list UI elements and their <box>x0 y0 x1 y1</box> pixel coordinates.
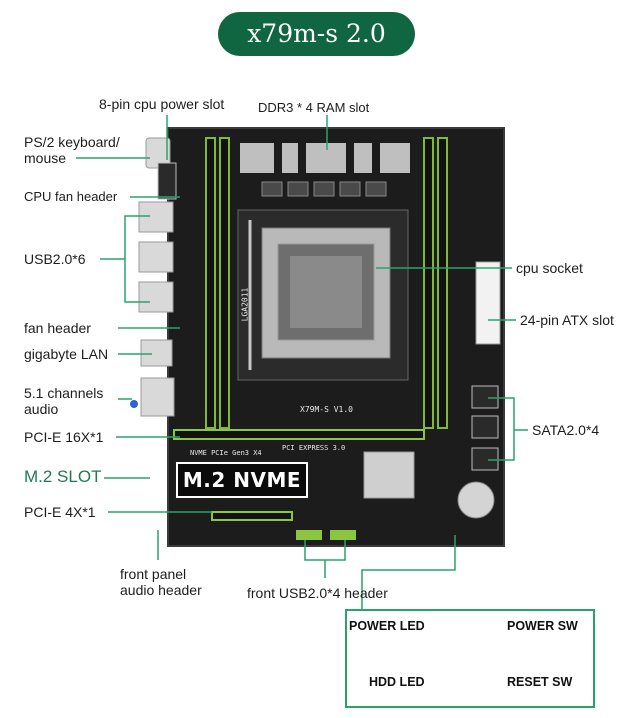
nvme-silk-text: NVME PCIe Gen3 X4 <box>190 449 262 457</box>
rear-io-panel <box>138 137 175 417</box>
chipset-heatsink <box>363 451 415 499</box>
label-ps2: PS/2 keyboard/ mouse <box>24 134 120 166</box>
label-fan-header: fan header <box>24 320 91 336</box>
sata-ports <box>471 385 499 471</box>
label-power-led: POWER LED <box>349 619 425 633</box>
label-lan: gigabyte LAN <box>24 346 109 362</box>
cpu-socket <box>237 209 409 381</box>
pcie-x4-slot <box>211 511 293 521</box>
leader-lines <box>76 115 528 610</box>
label-front-audio: front panel audio header <box>120 566 202 598</box>
label-sata: SATA2.0*4 <box>532 422 600 438</box>
cmos-battery <box>457 481 495 519</box>
ram-slots <box>205 137 448 429</box>
label-pcie16: PCI-E 16X*1 <box>24 429 104 445</box>
label-audio: 5.1 channels audio <box>24 385 104 417</box>
front-panel-header-callout: POWER LED POWER SW HDD LED RESET SW <box>345 609 595 708</box>
label-cpu-socket: cpu socket <box>516 260 583 276</box>
label-pcie4: PCI-E 4X*1 <box>24 504 96 520</box>
label-reset-sw: RESET SW <box>507 675 573 689</box>
cpu-power-connector <box>157 162 177 200</box>
label-atx: 24-pin ATX slot <box>520 312 614 328</box>
m2-nvme-slot-label: M.2 NVME <box>174 460 310 500</box>
model-silk-text: X79M-S V1.0 <box>300 405 353 414</box>
label-m2: M.2 SLOT <box>24 467 102 486</box>
label-cpu-fan: CPU fan header <box>24 189 118 204</box>
pcie-x16-slot <box>173 429 425 440</box>
front-usb-headers <box>296 530 356 540</box>
label-ram: DDR3 * 4 RAM slot <box>258 100 370 115</box>
diagram-title: x79m-s 2.0 <box>218 12 415 56</box>
pcie-silk-text: PCI EXPRESS 3.0 <box>282 444 346 452</box>
label-usb: USB2.0*6 <box>24 251 86 267</box>
label-hdd-led: HDD LED <box>369 675 425 689</box>
label-front-usb: front USB2.0*4 header <box>247 585 388 601</box>
atx-connector <box>475 261 501 345</box>
label-cpu-power: 8-pin cpu power slot <box>99 96 225 112</box>
socket-silk-text: LGA2011 <box>240 287 250 322</box>
label-power-sw: POWER SW <box>507 619 578 633</box>
vrm-area <box>240 143 410 173</box>
